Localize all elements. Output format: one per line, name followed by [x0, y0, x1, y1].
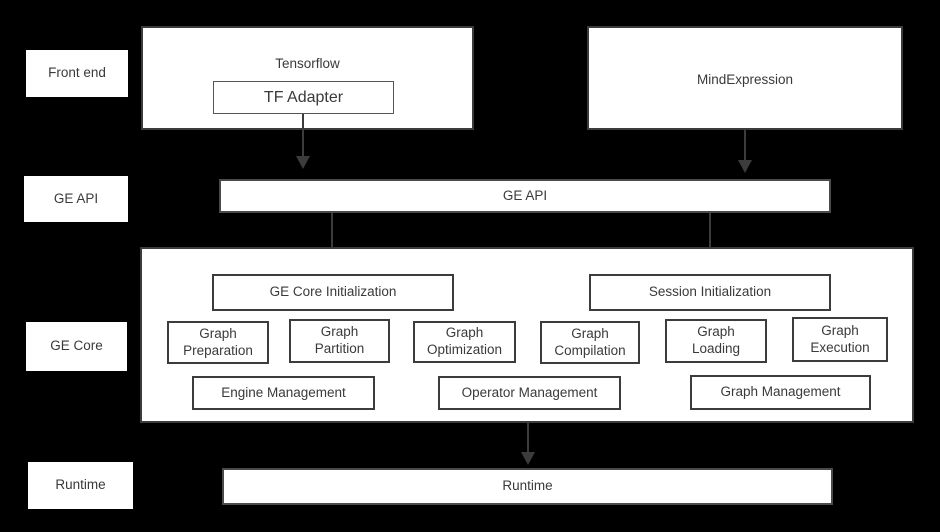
session-initialization-box[interactable]: Session Initialization	[589, 274, 831, 311]
arrow-ge-core-to-runtime-head	[521, 452, 535, 465]
arrow-mindexpression-to-ge-api-head	[738, 160, 752, 173]
arrow-mindexpression-to-ge-api-line	[744, 130, 746, 163]
graph-execution-box[interactable]: Graph Execution	[792, 317, 888, 362]
graph-preparation-box[interactable]: Graph Preparation	[167, 321, 269, 364]
graph-loading-line2: Loading	[691, 341, 741, 356]
layer-label-front-end-text: Front end	[48, 65, 106, 81]
graph-optimization-box[interactable]: Graph Optimization	[413, 321, 516, 363]
graph-preparation-line1: Graph	[199, 325, 237, 341]
graph-compilation-line2: Compilation	[554, 342, 626, 358]
graph-loading-box[interactable]: Graph Loading	[665, 319, 767, 363]
tf-adapter-box[interactable]: TF Adapter	[213, 81, 394, 114]
tf-adapter-label: TF Adapter	[263, 88, 344, 106]
graph-management-box[interactable]: Graph Management	[690, 375, 871, 410]
layer-label-ge-core-text: GE Core	[50, 338, 103, 354]
layer-label-front-end: Front end	[26, 50, 128, 97]
runtime-bar-label: Runtime	[502, 478, 553, 494]
layer-label-runtime: Runtime	[28, 462, 133, 509]
arrow-ge-api-to-session-init-line	[709, 213, 711, 261]
ge-core-initialization-label: GE Core Initialization	[269, 284, 397, 300]
engine-management-box[interactable]: Engine Management	[192, 376, 375, 410]
ge-api-bar-label: GE API	[502, 187, 548, 203]
graph-optimization-line2: Optimization	[426, 342, 503, 357]
graph-partition-line1: Graph	[320, 324, 359, 340]
runtime-bar[interactable]: Runtime	[222, 468, 833, 505]
tensorflow-panel[interactable]: Tensorflow	[141, 26, 474, 130]
arrow-ge-core-to-runtime-line	[527, 423, 529, 455]
graph-partition-line2: Partition	[314, 341, 365, 356]
graph-optimization-line1: Graph	[445, 325, 484, 341]
graph-management-label: Graph Management	[720, 384, 841, 400]
graph-compilation-box[interactable]: Graph Compilation	[540, 321, 640, 364]
arrow-ge-api-to-core-init-line	[331, 213, 333, 261]
graph-preparation-line2: Preparation	[183, 342, 253, 358]
operator-management-box[interactable]: Operator Management	[438, 376, 621, 410]
graph-compilation-line1: Graph	[571, 325, 609, 341]
graph-execution-line2: Execution	[810, 339, 870, 355]
tensorflow-title: Tensorflow	[275, 56, 340, 71]
engine-management-label: Engine Management	[221, 384, 346, 400]
graph-loading-line1: Graph	[697, 324, 735, 340]
ge-api-bar[interactable]: GE API	[219, 179, 831, 213]
graph-execution-line1: Graph	[821, 322, 859, 338]
layer-label-ge-api: GE API	[24, 176, 128, 222]
graph-partition-box[interactable]: Graph Partition	[289, 319, 390, 363]
arrow-tf-adapter-to-ge-api-line	[302, 114, 304, 159]
layer-label-ge-core: GE Core	[26, 322, 127, 371]
mindexpression-title: MindExpression	[696, 72, 794, 87]
operator-management-label: Operator Management	[461, 384, 598, 400]
arrow-tf-adapter-to-ge-api-head	[296, 156, 310, 169]
layer-label-ge-api-text: GE API	[53, 190, 99, 206]
mindexpression-panel[interactable]: MindExpression	[587, 26, 903, 130]
session-initialization-label: Session Initialization	[648, 284, 772, 300]
layer-label-runtime-text: Runtime	[55, 477, 106, 493]
ge-core-initialization-box[interactable]: GE Core Initialization	[212, 274, 454, 311]
